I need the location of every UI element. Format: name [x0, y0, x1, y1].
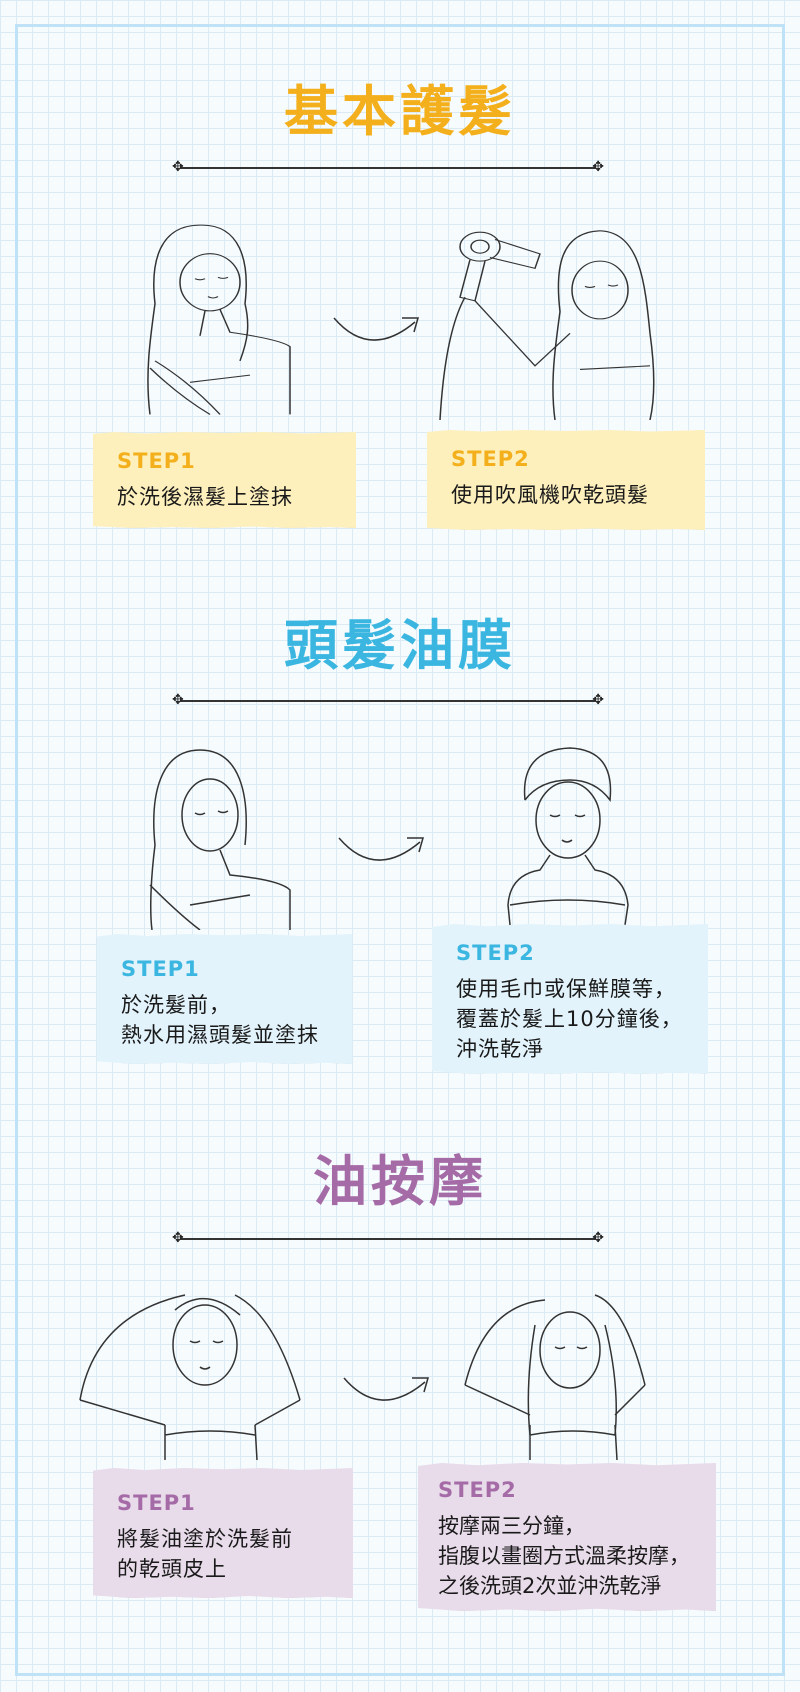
divider: ✥✥: [172, 1230, 604, 1246]
woman-blow-drying-illustration: [439, 230, 655, 420]
step-card: STEP1 將髮油塗於洗髮前 的乾頭皮上: [93, 1468, 353, 1598]
step-label: STEP2: [456, 941, 535, 965]
step-card: STEP2 使用毛巾或保鮮膜等， 覆蓋於髮上10分鐘後， 沖洗乾淨: [432, 924, 708, 1074]
step-text: 將髮油塗於洗髮前 的乾頭皮上: [117, 1527, 293, 1581]
section-title-basic-care: 基本護髮: [284, 80, 516, 143]
page-frame: [15, 24, 785, 1676]
ornament-icon: ✥: [592, 1230, 604, 1246]
ornament-icon: ✥: [172, 1230, 184, 1246]
step-label: STEP1: [117, 1491, 196, 1515]
section-title-hair-oil-mask: 頭髮油膜: [284, 614, 516, 677]
section-title-oil-massage: 油按摩: [313, 1150, 487, 1213]
step-text: 使用吹風機吹乾頭髮: [451, 483, 649, 507]
ornament-icon: ✥: [592, 692, 604, 708]
woman-scalp-massage-illustration: [464, 1294, 646, 1460]
step-card: STEP2 使用吹風機吹乾頭髮: [427, 430, 705, 530]
step-text: 使用毛巾或保鮮膜等， 覆蓋於髮上10分鐘後， 沖洗乾淨: [456, 977, 683, 1061]
ornament-icon: ✥: [592, 159, 604, 175]
step-text: 按摩兩三分鐘， 指腹以畫圈方式溫柔按摩， 之後洗頭2次並沖洗乾淨: [438, 1514, 690, 1598]
divider: ✥✥: [172, 692, 604, 708]
step-card: STEP1 於洗髮前， 熱水用濕頭髮並塗抹: [97, 934, 352, 1064]
arrow-icon: [343, 1377, 429, 1401]
step-text: 於洗髮前， 熱水用濕頭髮並塗抹: [121, 993, 319, 1047]
woman-applying-oil-illustration: [147, 224, 291, 415]
ornament-icon: ✥: [172, 159, 184, 175]
step-card: STEP2 按摩兩三分鐘， 指腹以畫圈方式溫柔按摩， 之後洗頭2次並沖洗乾淨: [418, 1463, 716, 1611]
arrow-icon: [338, 837, 424, 861]
step-label: STEP2: [438, 1478, 517, 1502]
woman-applying-oil-illustration: [149, 749, 291, 930]
step-label: STEP1: [121, 957, 200, 981]
step-label: STEP1: [117, 449, 196, 473]
step-card: STEP1 於洗後濕髮上塗抹: [93, 432, 356, 528]
divider: ✥✥: [172, 159, 604, 175]
ornament-icon: ✥: [172, 692, 184, 708]
woman-towel-wrap-illustration: [507, 747, 629, 925]
arrow-icon: [333, 317, 419, 341]
woman-scalp-massage-illustration: [79, 1294, 301, 1460]
step-text: 於洗後濕髮上塗抹: [117, 485, 293, 509]
step-label: STEP2: [451, 447, 530, 471]
